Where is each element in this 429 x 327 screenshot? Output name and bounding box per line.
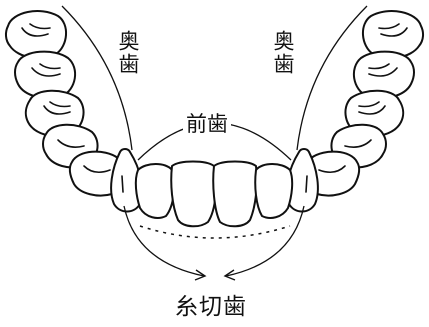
- central-incisor-right: [213, 162, 257, 227]
- central-incisor-left: [171, 162, 216, 227]
- lateral-incisor-left: [136, 164, 174, 218]
- back-teeth-label-left: 奥歯: [117, 30, 138, 76]
- incisor-label: 糸切歯: [175, 296, 247, 319]
- front-teeth-label: 前歯: [183, 114, 231, 135]
- gum-line: [140, 226, 290, 238]
- lateral-incisor-right: [255, 164, 292, 218]
- left-molar-1: [6, 11, 66, 58]
- right-molar-1: [363, 11, 423, 58]
- back-teeth-label-right: 奥歯: [272, 30, 293, 76]
